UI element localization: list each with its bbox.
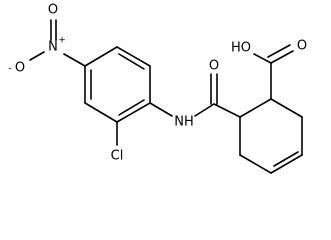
amide-o-label: O <box>209 59 219 74</box>
bond-n-to-o-left <box>29 51 45 61</box>
double-bond-ring-b <box>118 99 145 116</box>
bond-cy-2 <box>239 154 272 174</box>
bond-ring-to-n <box>63 53 86 67</box>
bond-ring-3 <box>116 102 151 123</box>
nitro-o-left-charge: - <box>8 64 11 74</box>
double-bond-cy <box>273 151 299 167</box>
bond-carbonyl-to-ring <box>213 103 241 118</box>
nitro-n-charge: + <box>58 36 66 46</box>
bond-acid-c-to-o <box>270 50 294 64</box>
bond-ring-to-nh <box>149 102 173 117</box>
bond-cy-3 <box>270 154 303 174</box>
nitro-o-top-label: O <box>48 3 58 18</box>
amide-group: NH O <box>149 59 241 130</box>
bond-ring-1 <box>116 46 151 67</box>
nitro-group: O N + O - <box>8 3 86 76</box>
double-bond-ring-a <box>118 53 145 70</box>
bond-ring-6 <box>84 46 118 67</box>
bond-cy-6 <box>239 98 272 118</box>
cyclohexene-ring <box>239 98 303 174</box>
bond-ring-4 <box>84 102 118 123</box>
chloro-group: Cl <box>111 121 124 164</box>
bond-acid-c-to-oh <box>253 53 272 64</box>
amide-nh-label: NH <box>174 115 194 130</box>
chlorine-label: Cl <box>111 149 124 164</box>
carboxylic-acid-group: HO O <box>231 39 307 100</box>
nitro-n-label: N <box>48 40 58 55</box>
bond-cy-5 <box>270 98 303 118</box>
acid-o-label: O <box>297 39 307 54</box>
bond-acid-c-to-o-double <box>267 44 291 58</box>
acid-oh-label: HO <box>231 41 251 56</box>
nitro-o-left-label: O <box>15 61 25 76</box>
bond-nh-to-carbonyl <box>194 103 215 117</box>
chemical-structure: O N + O - Cl NH O HO O <box>8 3 307 174</box>
benzene-ring <box>84 46 151 123</box>
